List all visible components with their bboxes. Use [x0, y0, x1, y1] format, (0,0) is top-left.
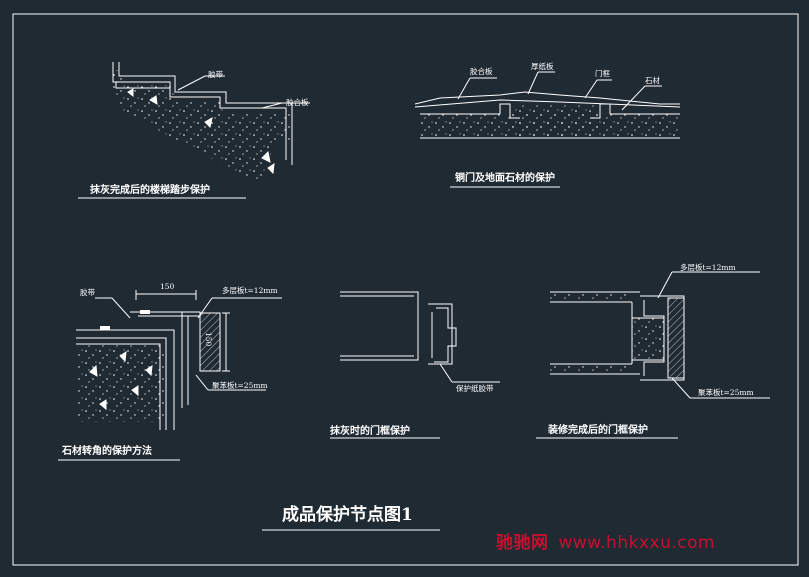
door-floor-label-plywood: 胶合板 [470, 67, 493, 76]
door-floor-caption: 铜门及地面石材的保护 [455, 173, 555, 184]
stone-corner-caption: 石材转角的保护方法 [62, 446, 152, 457]
door-floor-label-cardboard: 厚纸板 [531, 62, 554, 71]
door-floor-label-stone: 石材 [645, 76, 660, 85]
door-frame-finish-caption: 装修完成后的门框保护 [548, 425, 648, 436]
drawing-title: 成品保护节点图1 [282, 505, 413, 525]
door-frame-plaster-label-tape: 保护纸胶带 [456, 384, 494, 393]
drawing-border [12, 13, 799, 566]
stone-corner-dim-width: 150 [160, 282, 175, 291]
watermark-logo: 驰驰网 [496, 533, 549, 553]
stairs-label-plywood: 胶合板 [286, 98, 309, 107]
stairs-detail [78, 62, 310, 199]
stone-corner-label-tape: 胶带 [80, 288, 95, 297]
stairs-label-tape: 胶带 [208, 70, 223, 79]
watermark-url: www.hhkxxu.com [558, 533, 716, 553]
door-floor-label-door-frame: 门框 [595, 69, 610, 78]
door-frame-finish-label-multilayer: 多层板t=12mm [680, 263, 736, 272]
stone-corner-label-multilayer: 多层板t=12mm [222, 286, 278, 295]
stone-corner-detail [58, 290, 282, 461]
door-frame-finish-label-eps: 聚苯板t=25mm [698, 388, 754, 397]
stone-corner-label-eps: 聚苯板t=25mm [212, 381, 268, 390]
door-floor-detail [414, 71, 681, 188]
stone-corner-dim-height: 150 [204, 332, 213, 347]
door-frame-plaster-detail [330, 291, 500, 439]
stairs-caption: 抹灰完成后的楼梯踏步保护 [90, 185, 210, 196]
door-frame-plaster-caption: 抹灰时的门框保护 [330, 426, 410, 437]
watermark: 驰驰网 www.hhkxxu.com [496, 528, 715, 553]
door-frame-finish-detail [536, 271, 770, 439]
